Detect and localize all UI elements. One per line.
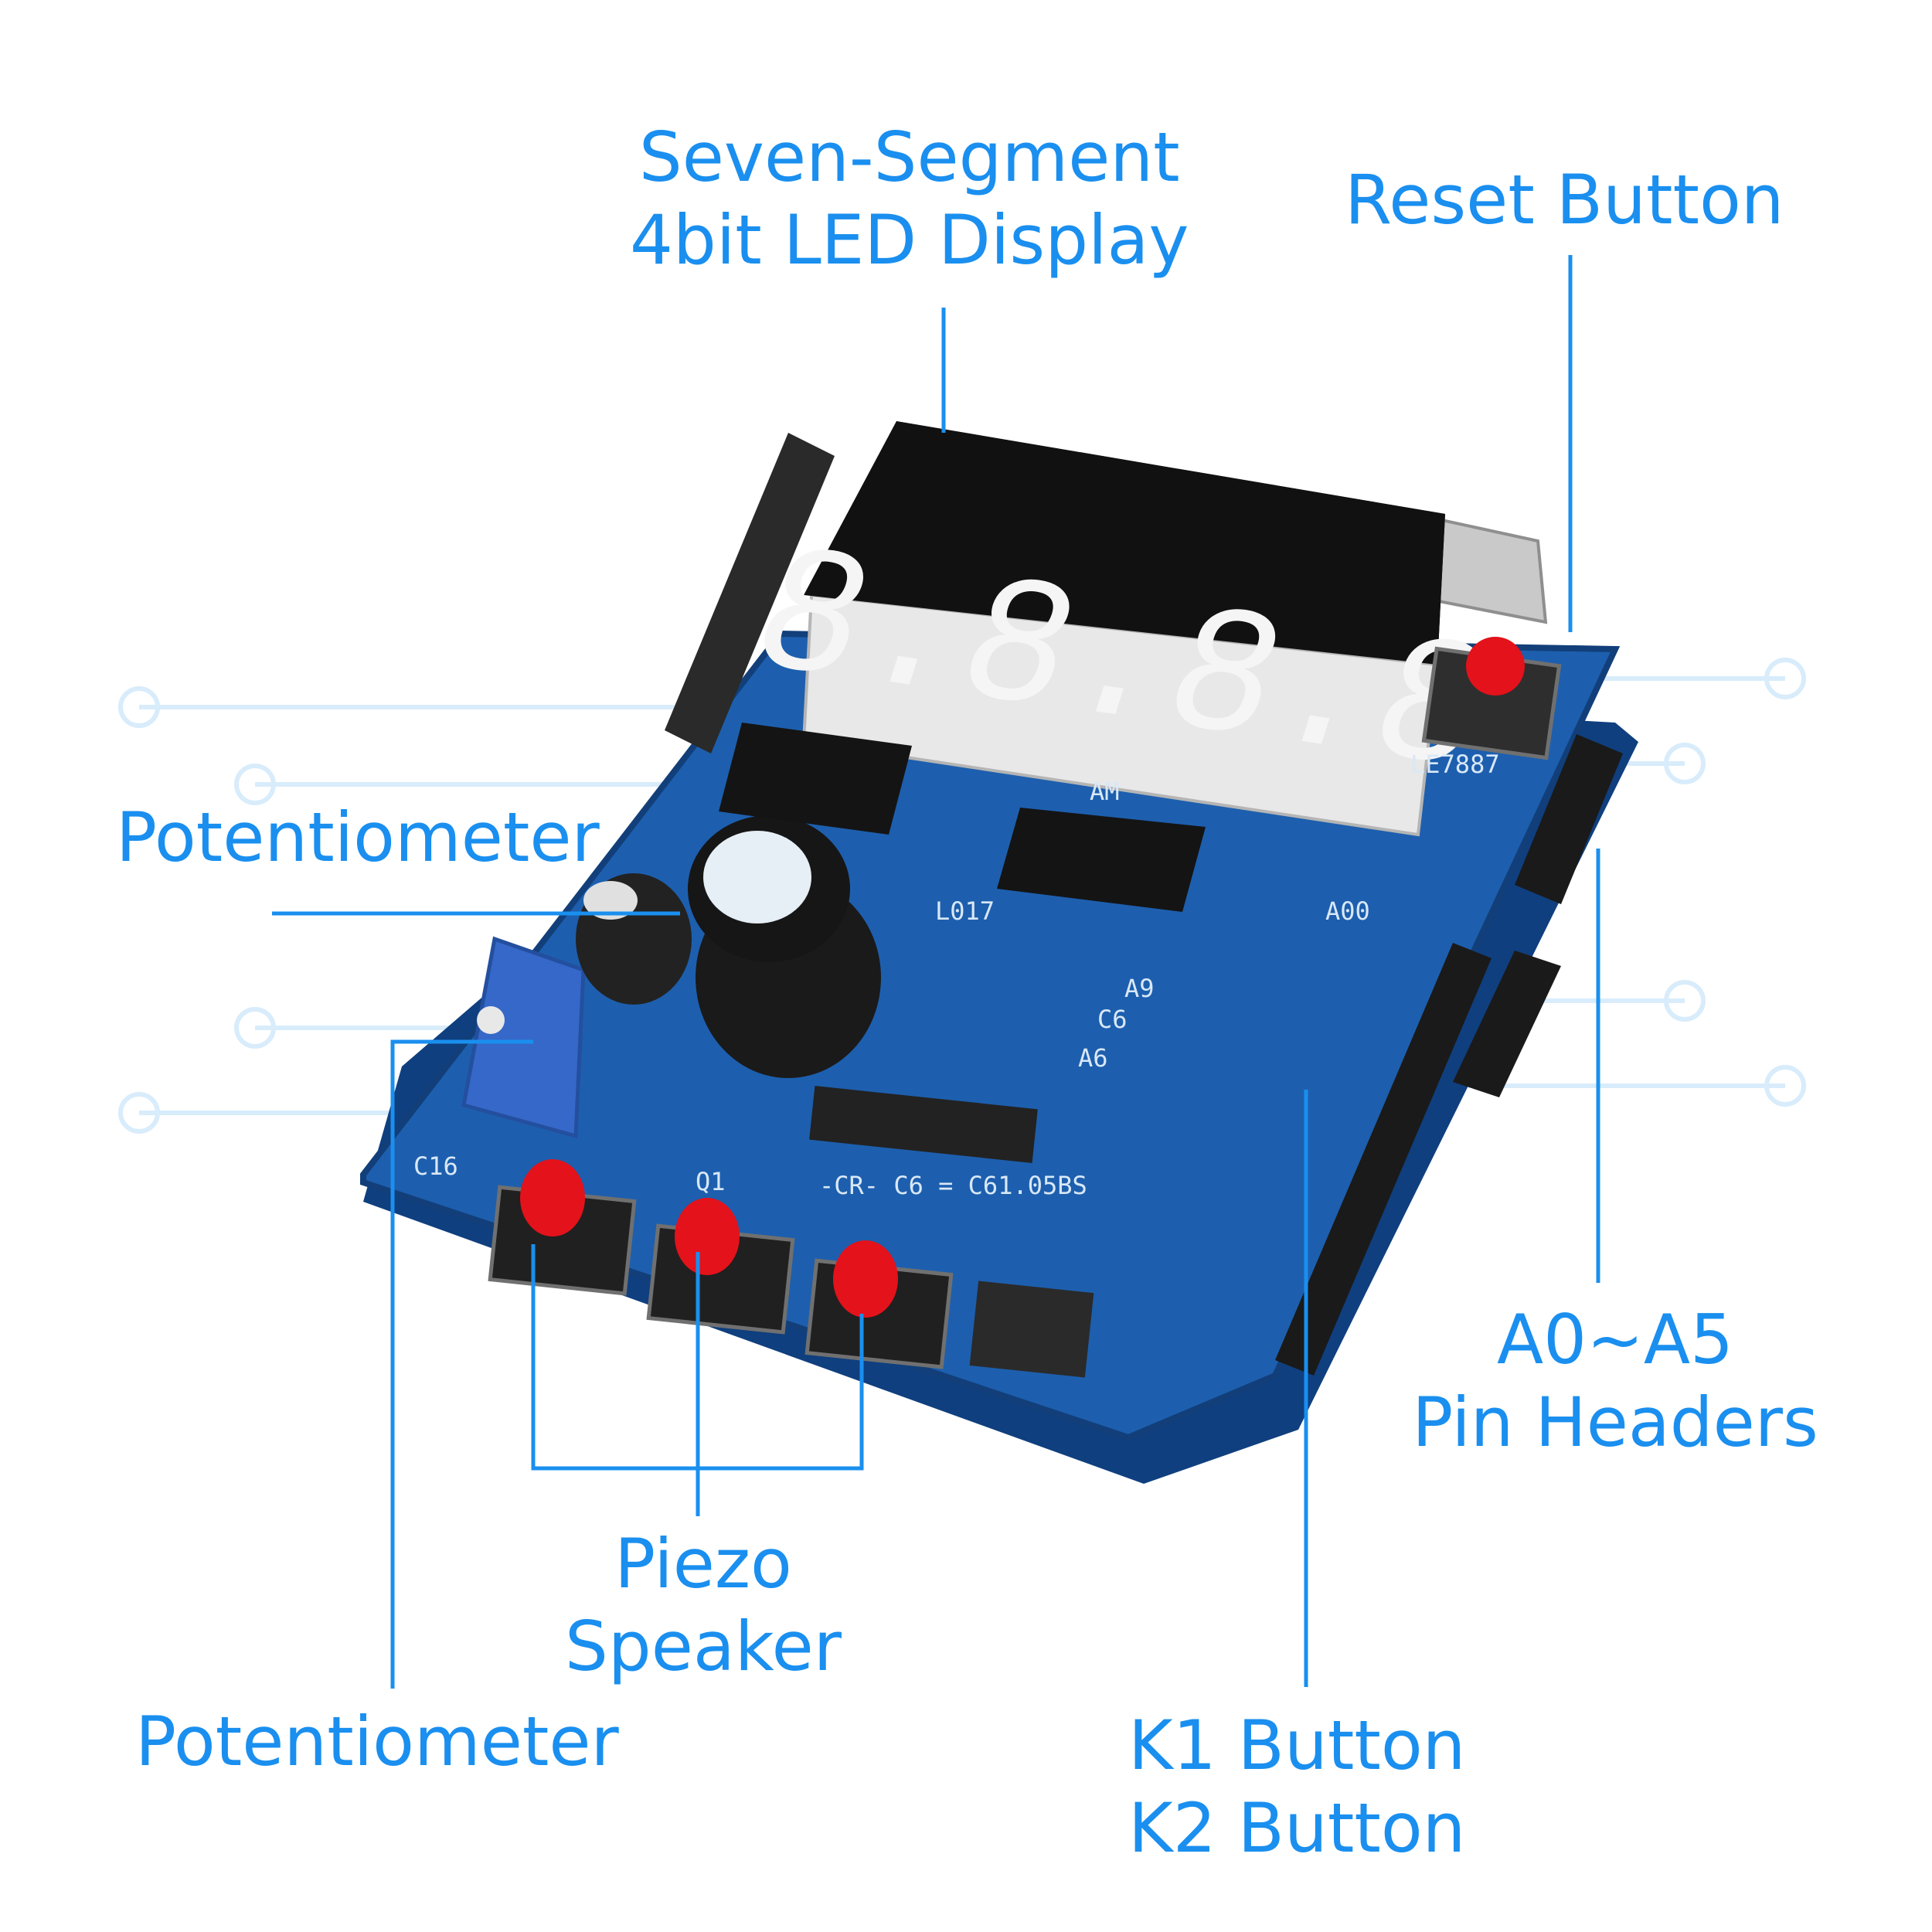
right-pin-headers [1275, 734, 1623, 1376]
potentiometer-screw [477, 1006, 505, 1034]
k-buttons-line1: K1 Button [1128, 1706, 1466, 1785]
callout-lines [272, 255, 1600, 1689]
seven-segment-line2: 4bit LED Display [630, 200, 1189, 281]
left-female-header [665, 433, 835, 753]
a0-a5-line2: Pin Headers [1412, 1383, 1818, 1463]
potentiometer-top-line1: Potentiometer [116, 798, 600, 877]
silk-label: AM [1090, 777, 1120, 806]
silk-label: L017 [935, 896, 995, 926]
seven-segment-line1: Seven-Segment [638, 117, 1180, 197]
reset-button-label: Reset Button [1345, 158, 1784, 241]
seven-segment-label: Seven-Segment 4bit LED Display [630, 116, 1189, 282]
capacitor-top [583, 881, 638, 920]
a0-a5-label: A0~A5 Pin Headers [1399, 1298, 1832, 1464]
k-buttons-line2: K2 Button [1128, 1788, 1466, 1869]
reset-button [1421, 637, 1562, 760]
silk-label: A00 [1325, 896, 1370, 926]
potentiometer-bottom-line1: Potentiometer [135, 1702, 619, 1781]
potentiometer-bottom-leader [390, 1039, 533, 1689]
piezo-buzzer [688, 815, 881, 1078]
silk-label: Q1 [696, 1167, 726, 1196]
silk-label: A9 [1124, 974, 1155, 1003]
ic-chips [719, 723, 1206, 912]
potentiometer-top-label: Potentiometer [116, 796, 600, 879]
a0-a5-line1: A0~A5 [1496, 1300, 1734, 1379]
tactile-button-2 [646, 1198, 795, 1335]
five-pin-socket [809, 1086, 1038, 1163]
reset-button-line1: Reset Button [1345, 160, 1784, 240]
tactile-button-1 [488, 1159, 637, 1296]
piezo-speaker-label: Piezo Speaker [541, 1522, 866, 1689]
piezo-line2: Speaker [565, 1607, 842, 1687]
circuit-board: 8.8.8.8 [360, 421, 1638, 1484]
silkscreen-text: LE7887 AM L017 A00 A9 A6 C6 -CR- C6 = C6… [413, 750, 1500, 1200]
silk-label: LE7887 [1410, 750, 1500, 779]
silk-label: A6 [1078, 1043, 1108, 1073]
potentiometer-bottom-label: Potentiometer [135, 1700, 619, 1783]
tactile-button-3 [804, 1240, 954, 1369]
silk-label: C16 [413, 1151, 458, 1181]
potentiometer-component [461, 936, 586, 1139]
silk-label: C6 [1097, 1005, 1128, 1034]
piezo-line1: Piezo [614, 1524, 792, 1604]
k-buttons-label: K1 Button K2 Button [1128, 1704, 1465, 1870]
silk-label: -CR- C6 = C61.05BS [819, 1171, 1087, 1200]
male-pin-header [969, 1281, 1094, 1378]
